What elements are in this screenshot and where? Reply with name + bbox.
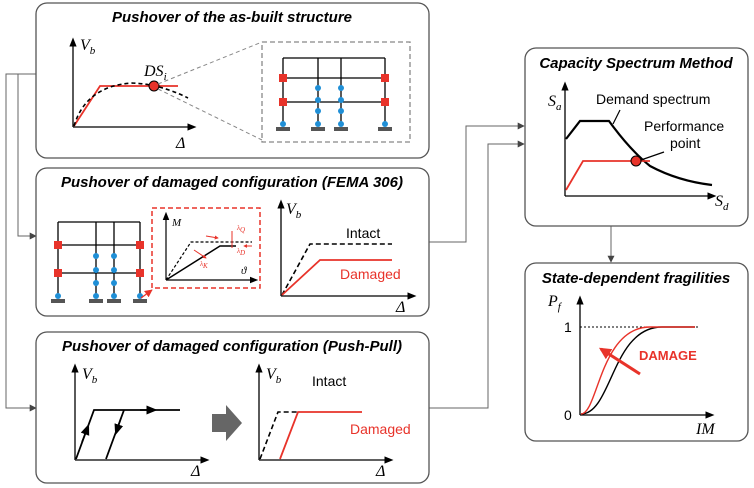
zoom-lines — [157, 41, 263, 141]
pushpull-intact-label: Intact — [312, 373, 346, 389]
panel-fema306: Pushover of damaged configuration (FEMA … — [35, 167, 430, 317]
fema-m-label: M — [171, 217, 182, 229]
csm-sd-label: Sd — [715, 193, 729, 213]
panel-fragility-title: State-dependent fragilities — [542, 270, 730, 287]
pushpull-result-plot: Vb Intact Damaged Δ — [255, 363, 411, 480]
fema-vb-label: Vb — [286, 201, 302, 221]
fema-pushover-plot: Vb Intact Damaged Δ — [277, 199, 417, 316]
intact-fragility-curve — [580, 326, 695, 415]
damage-state-marker — [148, 80, 160, 92]
pushpull-vb-label: Vb — [82, 366, 98, 386]
fragility-plot: DAMAGE Pf 1 0 IM — [547, 293, 716, 438]
fema-lambda-k-label: λK — [199, 260, 208, 270]
fragility-zero-tick: 0 — [564, 407, 572, 423]
demand-spectrum-curve — [565, 119, 713, 187]
fema-theta-label: ϑ — [241, 265, 247, 277]
fragility-one-tick: 1 — [564, 319, 572, 335]
fema-intact-curve — [281, 243, 392, 296]
damage-label: DAMAGE — [639, 348, 697, 363]
panel-csm-title: Capacity Spectrum Method — [539, 55, 733, 72]
fema-lambda-d-label: λD — [236, 247, 245, 257]
csm-sa-label: Sa — [548, 93, 562, 113]
fema-intact-label: Intact — [346, 225, 380, 241]
asbuilt-delta-label: Δ — [175, 135, 185, 152]
asbuilt-frame — [276, 57, 392, 131]
performance-point-marker — [630, 155, 642, 167]
pushpull-damaged-label: Damaged — [350, 421, 411, 437]
panel-asbuilt-title: Pushover of the as-built structure — [112, 9, 352, 26]
connector-lines — [5, 73, 615, 412]
fema-damaged-curve — [281, 259, 392, 296]
panel-pushpull-title: Pushover of damaged configuration (Push-… — [62, 338, 402, 355]
pushpull-delta-label: Δ — [190, 463, 200, 480]
pushpull-delta2-label: Δ — [375, 463, 385, 480]
fema-damaged-label: Damaged — [340, 266, 401, 282]
pushpull-cyclic-plot: Vb Δ — [71, 363, 210, 480]
csm-plot: Sa Demand spectrum Performance point Sd — [548, 81, 729, 213]
capacity-curve — [565, 160, 650, 191]
fema-moment-rotation-plot: M ϑ λQ λD λK — [162, 211, 259, 284]
asbuilt-pushover-curve — [73, 82, 189, 127]
asbuilt-vb-label: Vb — [80, 37, 96, 57]
damage-arrow — [598, 347, 641, 376]
transition-arrow — [212, 405, 242, 441]
zoom-frame — [261, 41, 411, 143]
fema-inset-frame — [151, 207, 261, 289]
fema-frame — [51, 221, 147, 303]
fragility-im-label: IM — [695, 421, 716, 438]
performance-point-label-2: point — [670, 135, 700, 151]
panel-asbuilt: Pushover of the as-built structure Vb DS… — [35, 2, 430, 159]
pushpull-intact-curve — [259, 411, 300, 460]
panel-csm: Capacity Spectrum Method Sa Demand spect… — [524, 47, 749, 227]
asbuilt-pushover-plot: Vb DSi Δ — [69, 37, 197, 152]
damaged-fragility-curve — [580, 326, 695, 415]
panel-fema306-title: Pushover of damaged configuration (FEMA … — [61, 174, 403, 191]
panel-pushpull: Pushover of damaged configuration (Push-… — [35, 331, 430, 484]
pushpull-vb2-label: Vb — [266, 366, 282, 386]
demand-spectrum-label: Demand spectrum — [596, 91, 710, 107]
fema-red-link — [140, 289, 153, 299]
asbuilt-ds-label: DSi — [143, 63, 167, 83]
fema-lambda-q-label: λQ — [236, 224, 245, 234]
fragility-pf-label: Pf — [547, 293, 563, 313]
panel-fragility: State-dependent fragilities DAMAGE Pf 1 … — [524, 262, 749, 442]
performance-point-label-1: Performance — [644, 118, 724, 134]
pushpull-damaged-curve — [279, 411, 362, 460]
fema-delta-label: Δ — [395, 299, 405, 316]
